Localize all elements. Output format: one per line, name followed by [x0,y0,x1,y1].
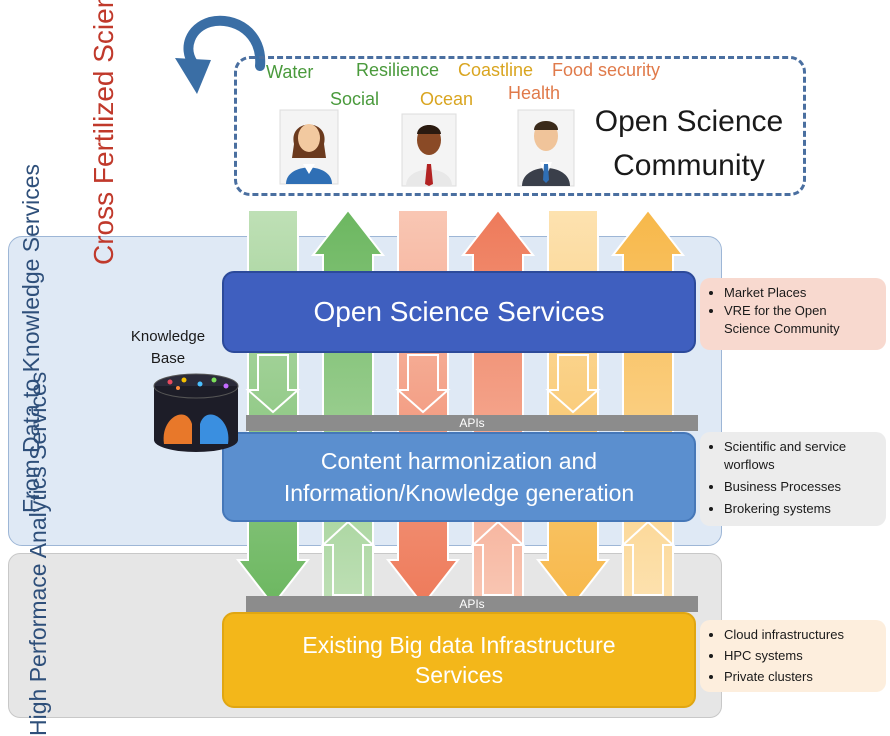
content-side-box: Scientific and service worflows Business… [700,432,886,526]
side-item: Market Places [724,284,876,302]
big-data-infrastructure: Existing Big data Infrastructure Service… [222,612,696,708]
down-arrow-salmon [385,209,461,607]
side-item: Private clusters [724,668,876,686]
community-label: Open Science Community [594,105,784,182]
man-suit-avatar-icon [517,109,575,187]
side-item: HPC systems [724,647,876,665]
knowledge-base-icon [153,373,239,452]
topic-water: Water [266,62,314,82]
man-dark-avatar-icon [401,113,457,187]
side-item: Business Processes [724,478,876,496]
open-science-services: Open Science Services [222,271,696,353]
content-harmonization: Content harmonization and Information/Kn… [222,432,696,522]
knowledge-base-label: Knowledge Base [130,328,206,367]
side-item: Brokering systems [724,500,876,518]
infra-side-box: Cloud infrastructures HPC systems Privat… [700,620,886,692]
side-item: Cloud infrastructures [724,626,876,644]
curved-arrow-icon [175,15,266,94]
topic-ocean: Ocean [420,89,474,109]
apis-bar-top: APIs [246,415,698,431]
down-arrow-green [235,209,311,607]
side-item: VRE for the Open Science Community [724,302,876,338]
open-science-side-box: Market Places VRE for the Open Science C… [700,278,886,350]
woman-avatar-icon [279,109,339,185]
apis-bar-bottom: APIs [246,596,698,612]
community-box [234,56,806,196]
topic-resilience: Resilience [356,60,440,80]
side-item: Scientific and service worflows [724,438,876,474]
down-arrow-yellow [535,209,611,607]
topic-health: Health [508,83,561,103]
topic-coastline: Coastline [458,60,534,80]
topic-food-security: Food security [552,60,661,80]
topic-social: Social [330,89,380,109]
